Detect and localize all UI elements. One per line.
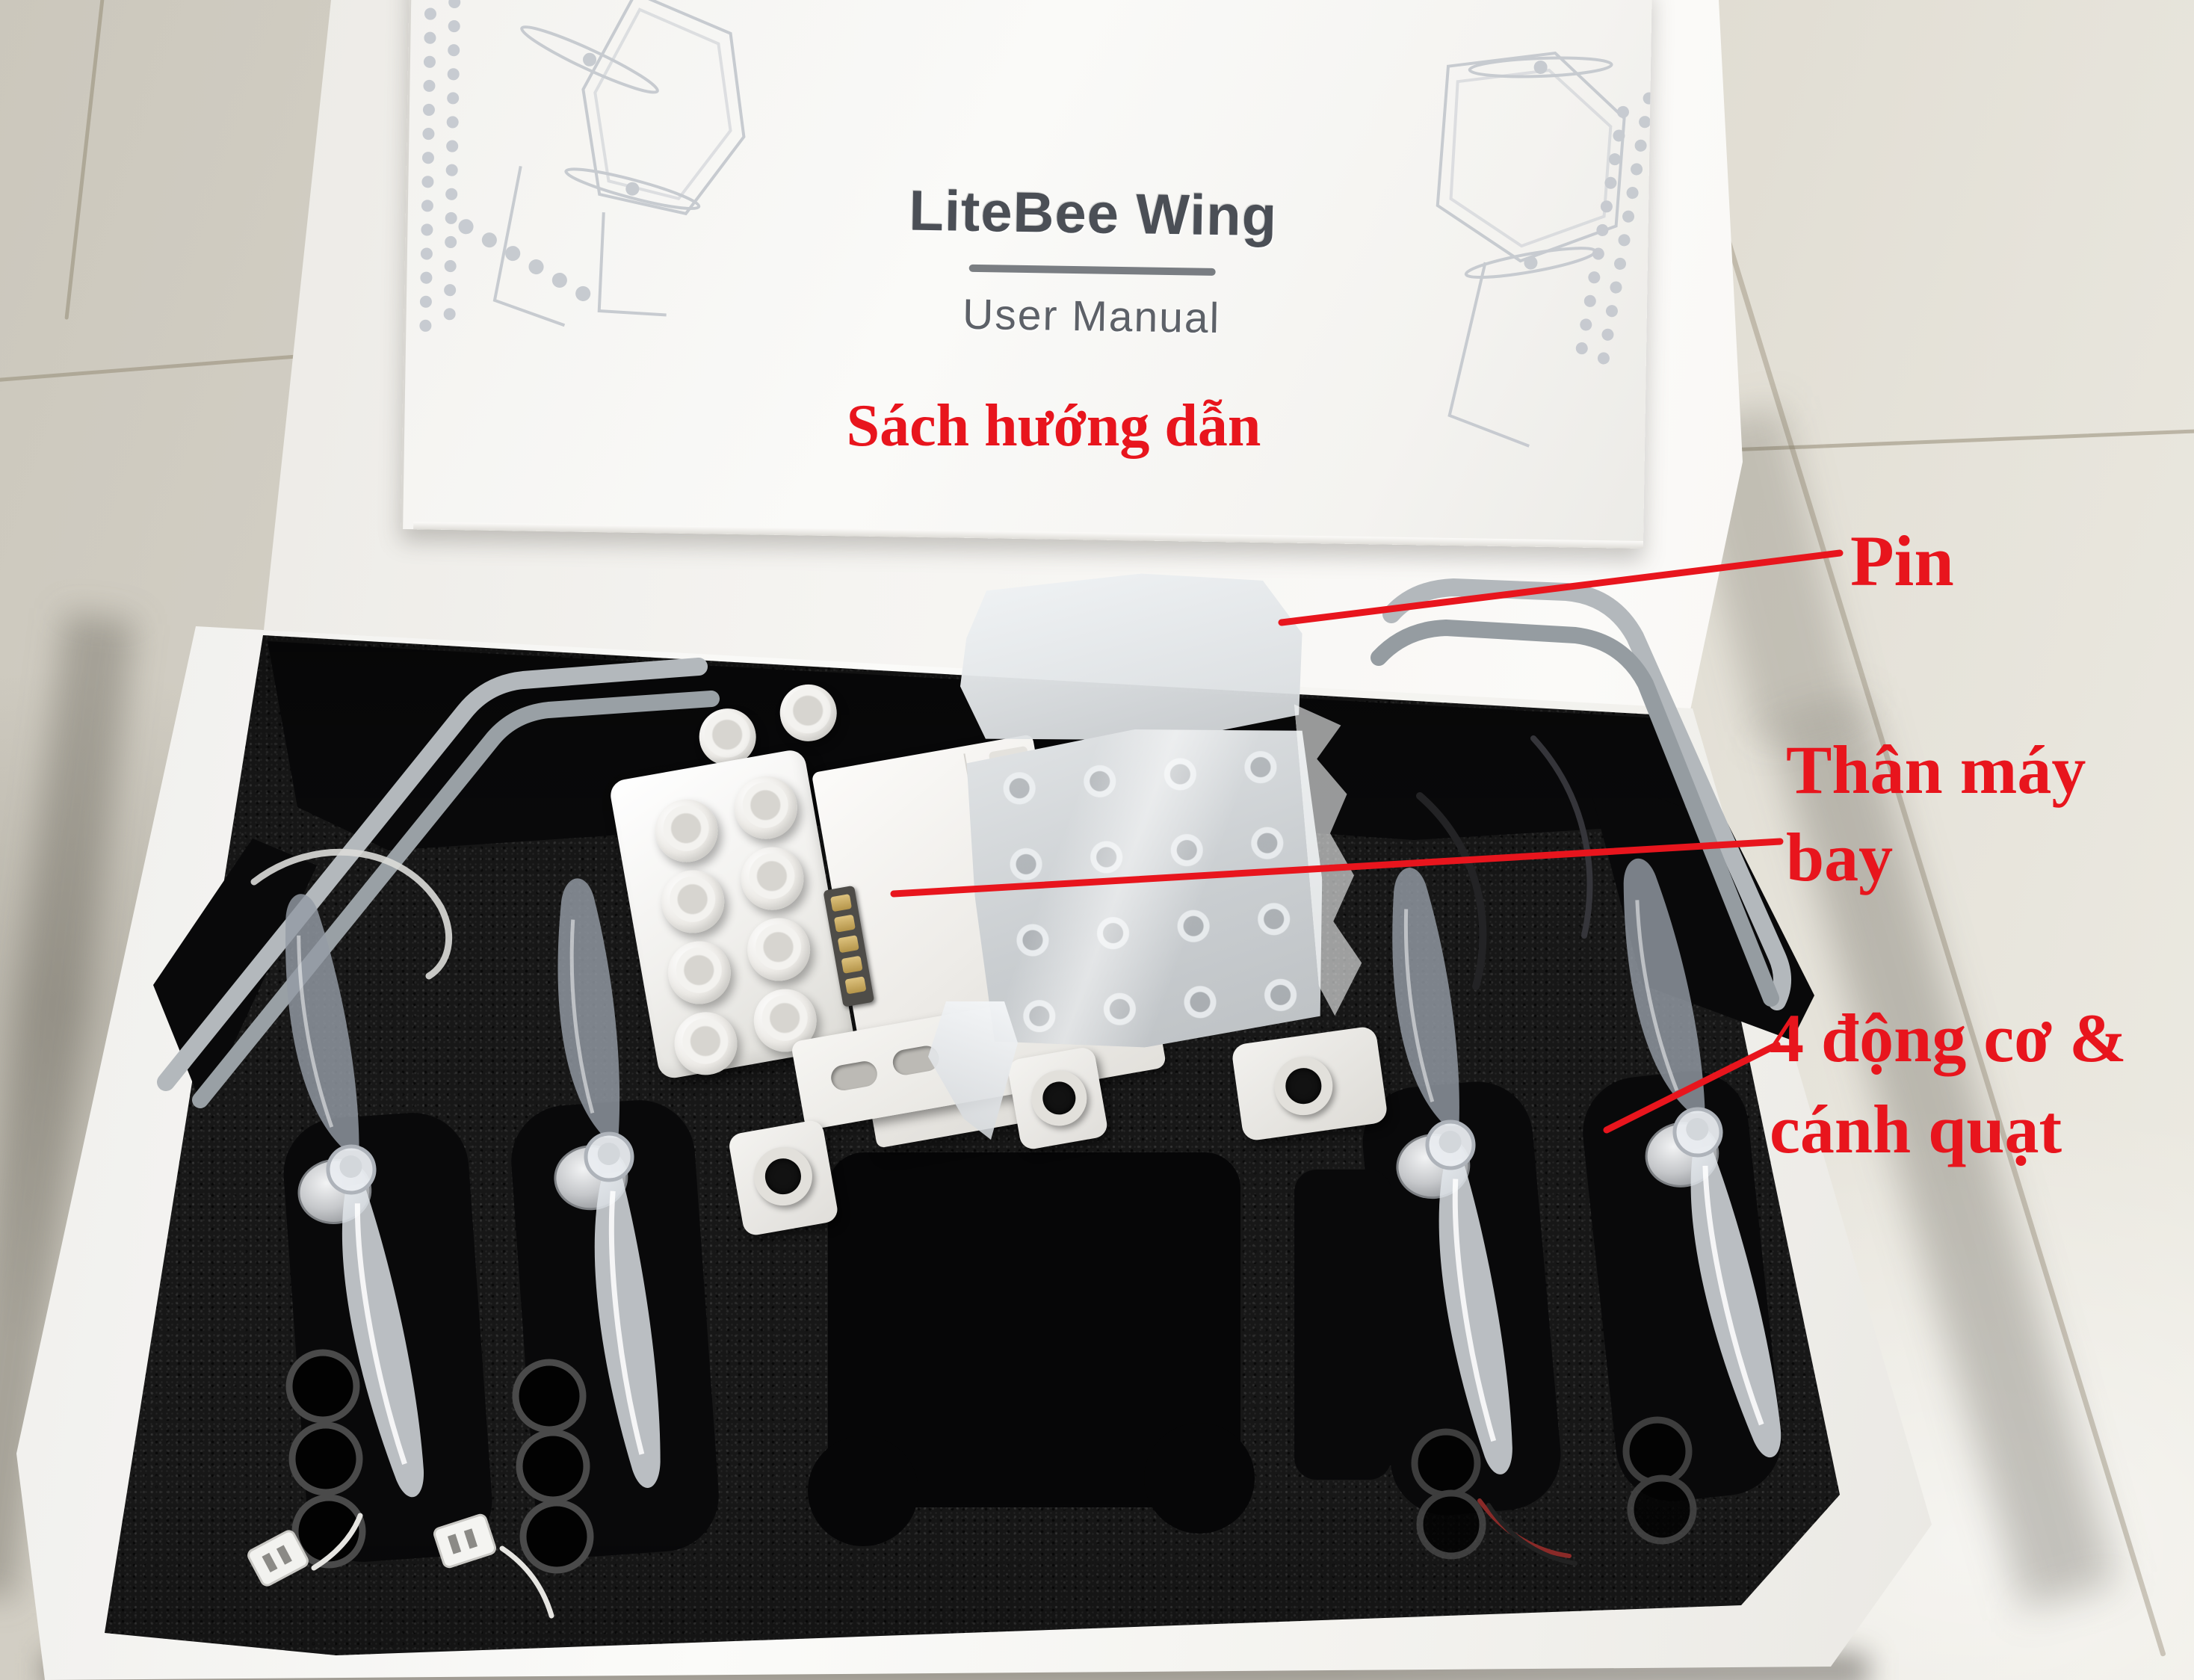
label-battery: Pin xyxy=(1850,521,1954,601)
motor-connector-plug xyxy=(247,1530,309,1587)
spare-ring-stack xyxy=(285,1349,1697,1574)
dark-wire xyxy=(1416,792,1487,990)
label-motors-propellers: 4 động cơ & cánh quạt xyxy=(1770,1000,2127,1168)
leader-line-fuselage xyxy=(890,838,1784,898)
white-cable xyxy=(250,848,453,980)
user-manual-booklet: LiteBee Wing User Manual xyxy=(401,0,1652,549)
leader-line-battery xyxy=(1278,549,1844,626)
leader-line-motors xyxy=(1603,1041,1781,1134)
drone-line-illustration-right xyxy=(1436,51,1652,448)
foam-cutout-slot xyxy=(1294,1170,1391,1480)
illustration-strokes xyxy=(1436,51,1652,448)
label-fuselage: Thân máy bay xyxy=(1786,732,2086,895)
illustration-strokes xyxy=(419,0,746,343)
foam-cutout-circle xyxy=(808,1436,918,1546)
dark-wire xyxy=(1530,735,1593,939)
motor-wires xyxy=(311,1498,1577,1619)
motor-connector-plug xyxy=(433,1513,497,1569)
landing-frame-left xyxy=(157,658,720,1108)
landing-frame-right xyxy=(1371,578,1791,1010)
label-user-manual: Sách hướng dẫn xyxy=(846,393,1261,459)
drone-line-illustration-left xyxy=(419,0,746,343)
foam-cutout-circle xyxy=(1144,1423,1255,1534)
